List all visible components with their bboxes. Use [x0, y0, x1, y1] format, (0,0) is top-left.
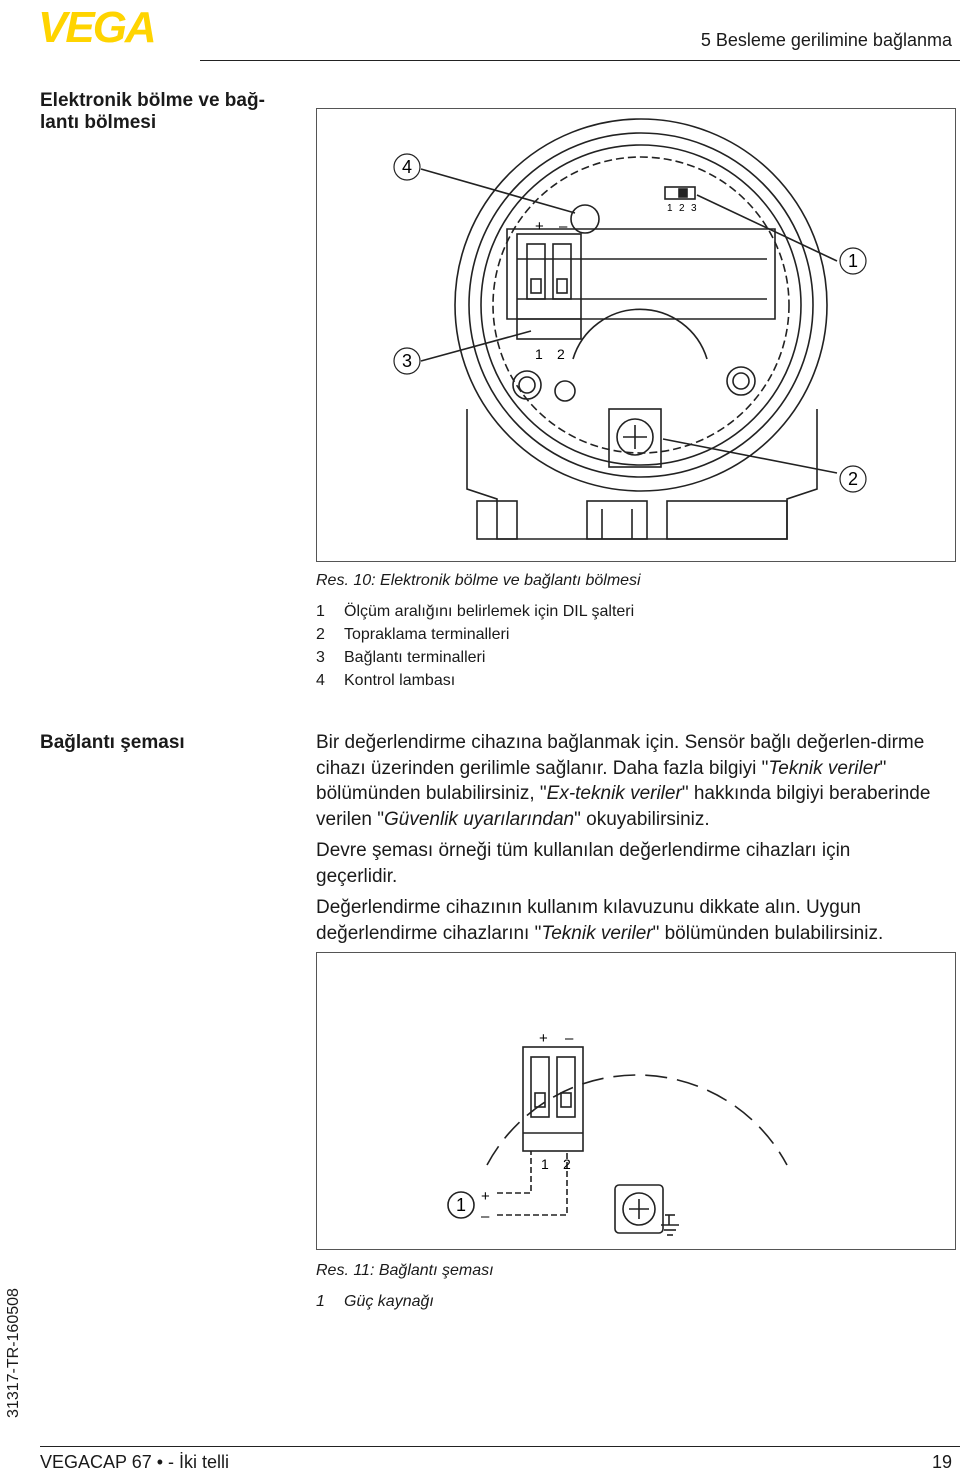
paragraph: Bir değerlendirme cihazına bağlanmak içi… [316, 732, 931, 830]
compartment-drawing: 4 1 3 2 + – 1 2 1 2 3 [393, 118, 867, 540]
vega-logo: VEGA [38, 3, 188, 52]
terminal-number: 1 [541, 1156, 549, 1172]
side-heading-electronics: Elektronik bölme ve bağ- lantı bölmesi [40, 90, 300, 134]
callout-1: 1 [456, 1195, 466, 1215]
supply-plus-label: + [481, 1188, 490, 1205]
terminal-number: 2 [563, 1156, 571, 1172]
callout-2: 2 [848, 469, 858, 489]
terminal-minus-label: – [559, 218, 568, 235]
callout-1: 1 [848, 251, 858, 271]
terminal-plus-label: + [539, 1030, 548, 1047]
callout-4: 4 [402, 157, 412, 177]
supply-minus-label: – [481, 1208, 490, 1225]
terminal-number: 2 [557, 346, 565, 362]
figure-caption-11: Res. 11: Bağlantı şeması [316, 1262, 494, 1279]
wiring-drawing: 1 + – 1 2 + – [447, 1030, 788, 1236]
dil-number: 2 [679, 203, 685, 214]
side-heading-line: lantı bölmesi [40, 112, 157, 133]
terminal-plus-label: + [535, 218, 544, 235]
terminal-minus-label: – [565, 1030, 574, 1047]
section-title: 5 Besleme gerilimine bağlanma [700, 30, 952, 50]
side-heading-line: Elektronik bölme ve bağ- [40, 90, 265, 111]
terminal-number: 1 [535, 346, 543, 362]
dil-number: 3 [691, 203, 697, 214]
callout-3: 3 [402, 351, 412, 371]
document-code: 31317-TR-160508 [5, 1288, 22, 1418]
dil-number: 1 [667, 203, 673, 214]
wiring-body-text: Bir değerlendirme cihazına bağlanmak içi… [316, 730, 936, 952]
figure-wiring-diagram: 1 + – 1 2 + – [316, 952, 956, 1250]
page-number: 19 [931, 1452, 952, 1472]
figure-electronics-compartment: 4 1 3 2 + – 1 2 1 2 3 [316, 108, 956, 562]
header-divider [200, 60, 960, 61]
paragraph: Devre şeması örneği tüm kullanılan değer… [316, 840, 851, 887]
figure-caption-10: Res. 10: Elektronik bölme ve bağlantı bö… [316, 572, 641, 589]
paragraph: Değerlendirme cihazının kullanım kılavuz… [316, 897, 884, 944]
brand-wordmark: VEGA [38, 6, 155, 46]
footer-product: VEGACAP 67 • - İki telli [40, 1452, 230, 1472]
footer-divider [40, 1446, 960, 1447]
side-heading-wiring: Bağlantı şeması [40, 732, 185, 753]
